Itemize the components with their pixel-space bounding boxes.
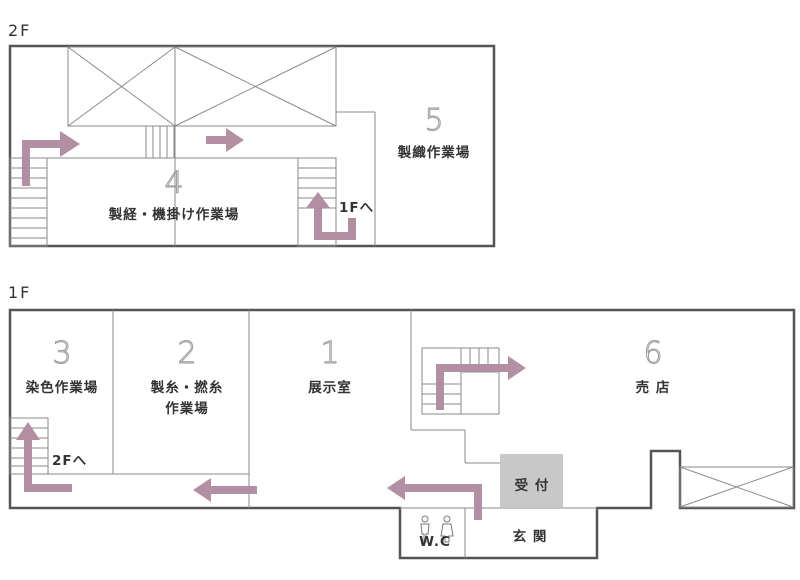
floor-1f: 受 付 W.C 玄 関 3 染色作業場 2 製糸・撚糸 作業場 1 展示室: [8, 308, 796, 560]
reception-label: 受 付: [515, 477, 550, 494]
restroom-icon: [420, 515, 454, 543]
room-number-2: 2: [177, 336, 196, 371]
floor-2f-outline: [8, 44, 496, 248]
room-number-1: 1: [320, 336, 339, 371]
entrance-label: 玄 関: [513, 528, 548, 545]
floor-2f: 4 製経・機掛け作業場 5 製織作業場 1Fへ: [8, 44, 496, 248]
arrow-to-shop: [436, 364, 508, 410]
room-name-6: 売 店: [636, 379, 671, 396]
wc-label: W.C: [419, 534, 451, 550]
partitions-1f: [10, 310, 597, 558]
room-name-3: 染色作業場: [26, 379, 99, 396]
room-number-6: 6: [643, 336, 662, 371]
arrow-from-entrance: [405, 484, 482, 520]
room-name-2-line2: 作業場: [165, 400, 209, 417]
floor-label-2f: 2F: [8, 21, 31, 40]
room-name-5: 製織作業場: [397, 144, 471, 161]
partitions-2f: [10, 111, 376, 246]
flow-arrows-2f: [22, 128, 356, 240]
stairs-center-1f: [421, 347, 500, 415]
room-number-4: 4: [164, 166, 183, 201]
arrow-to-2f: [24, 440, 72, 492]
stair-note-2f: 2Fへ: [52, 453, 87, 469]
room-name-2-line1: 製糸・撚糸: [150, 379, 224, 396]
flow-arrows-1f: [16, 356, 526, 520]
floor-1f-outline: [8, 308, 796, 560]
arrow-to-1f: [314, 208, 356, 240]
room-number-5: 5: [424, 103, 443, 138]
room-number-3: 3: [52, 336, 71, 371]
reception-desk: [500, 454, 563, 507]
void-area-2f: [67, 46, 337, 127]
room-name-1: 展示室: [308, 379, 352, 396]
room-name-4: 製経・機掛け作業場: [108, 206, 240, 223]
storage-area-1f: [679, 466, 794, 508]
arrow-up-right-2f: [22, 140, 60, 186]
stair-note-1f: 1Fへ: [339, 200, 374, 216]
floor-label-1f: 1F: [8, 283, 31, 302]
